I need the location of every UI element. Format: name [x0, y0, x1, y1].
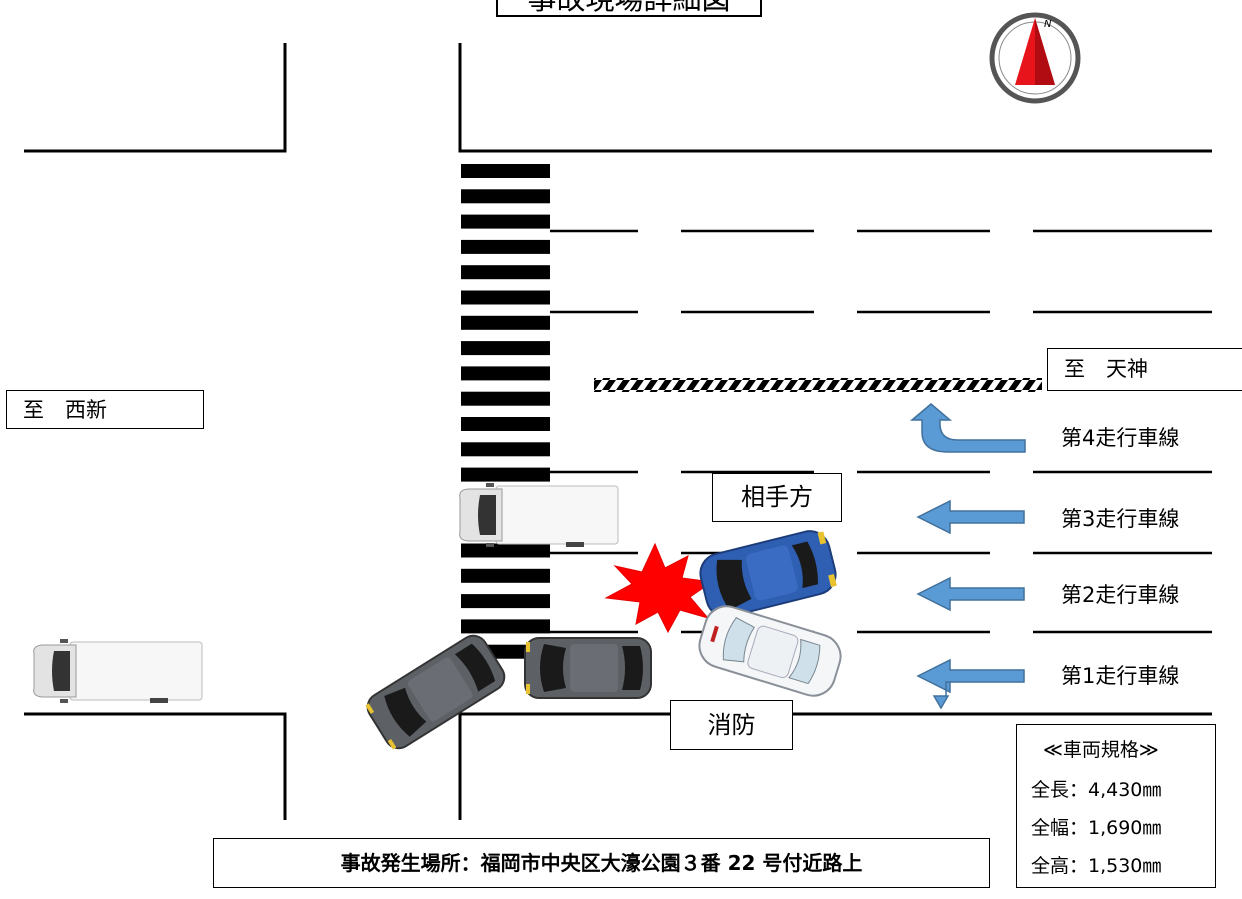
crosswalk-stripe: [461, 214, 550, 229]
blue-car: [699, 530, 837, 618]
lane-arrows: [909, 403, 1026, 710]
crosswalk-stripe: [461, 164, 550, 178]
spec-length: 全長：4,430㎜: [1031, 779, 1162, 801]
lane-3-label: 第3走行車線: [1061, 507, 1180, 531]
compass-icon: N: [989, 12, 1081, 104]
crosswalk-stripe: [461, 315, 550, 330]
direction-east-box: 至 天神: [1047, 348, 1242, 391]
fire-dept-label: 消防: [670, 700, 793, 750]
center-median: [594, 378, 1042, 392]
straight-or-right-arrow-icon: [916, 658, 1025, 710]
diagram-title: 事故現場詳細図: [496, 0, 762, 17]
truck-north: [459, 483, 619, 547]
straight-arrow-icon: [916, 499, 1025, 535]
crosswalk-stripe: [461, 543, 550, 558]
lane-2-label: 第2走行車線: [1061, 583, 1180, 607]
compass-label: N: [1044, 19, 1052, 30]
straight-arrow-icon: [916, 576, 1025, 612]
vehicle-spec-box: ≪車両規格≫ 全長：4,430㎜ 全幅：1,690㎜ 全高：1,530㎜: [1016, 724, 1216, 888]
crosswalk-stripe: [461, 239, 550, 254]
truck-west: [33, 639, 203, 703]
direction-east-label: 至 天神: [1064, 357, 1148, 381]
collision-burst-icon: [604, 542, 714, 634]
other-party-label: 相手方: [712, 473, 842, 522]
accident-location: 事故発生場所：福岡市中央区大濠公園３番 22 号付近路上: [213, 838, 990, 888]
direction-west-label: 至 西新: [23, 398, 107, 422]
crosswalk-stripe: [461, 341, 550, 356]
gray-car-turning: [365, 634, 506, 750]
crosswalk-stripe: [461, 189, 550, 204]
crosswalk-stripe: [461, 391, 550, 406]
crosswalk-stripe: [461, 290, 550, 305]
crosswalk-stripe: [461, 265, 550, 280]
road-edges: [24, 43, 1212, 820]
crosswalk-stripe: [461, 417, 550, 431]
gray-car-crossing: [524, 637, 652, 699]
lane-1-label: 第1走行車線: [1061, 664, 1180, 688]
lane-4-label: 第4走行車線: [1061, 426, 1180, 450]
crosswalk: [461, 164, 550, 659]
white-car: [698, 605, 842, 697]
left-turn-arrow-icon: [909, 403, 1026, 453]
spec-heading: ≪車両規格≫: [1043, 739, 1159, 761]
crosswalk-stripe: [461, 366, 550, 381]
crosswalk-stripe: [461, 442, 550, 457]
crosswalk-stripe: [461, 467, 550, 482]
spec-height: 全高：1,530㎜: [1031, 855, 1162, 877]
direction-west-box: 至 西新: [6, 390, 204, 429]
crosswalk-stripe: [461, 619, 550, 634]
crosswalk-stripe: [461, 594, 550, 609]
spec-width: 全幅：1,690㎜: [1031, 817, 1162, 839]
crosswalk-stripe: [461, 568, 550, 583]
